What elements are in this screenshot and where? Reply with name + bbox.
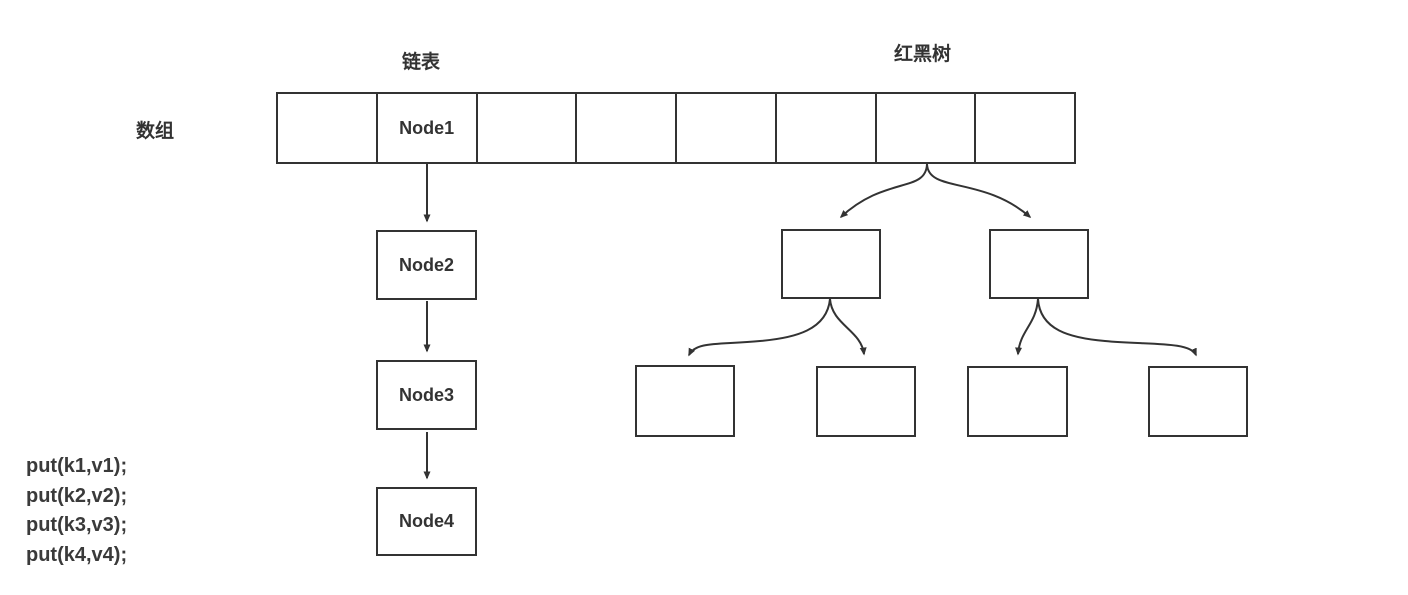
tree-leaf-node-3 xyxy=(967,366,1068,437)
array-cell-0 xyxy=(278,94,378,162)
arrow-right-parent-to-leaf3 xyxy=(1015,298,1039,356)
arrow-array-to-left-subtree xyxy=(839,163,928,219)
code-line-1: put(k1,v1); xyxy=(26,455,128,477)
array-cell-2 xyxy=(478,94,578,162)
arrow-array-to-right-subtree xyxy=(926,163,1032,218)
linked-list-node4: Node4 xyxy=(376,487,477,556)
arrow-left-parent-to-leaf2 xyxy=(829,298,867,356)
array-cell-3 xyxy=(577,94,677,162)
linked-list-node2: Node2 xyxy=(376,230,477,300)
tree-leaf-node-2 xyxy=(816,366,916,437)
array-cell-1: Node1 xyxy=(378,94,478,162)
bucket-array: Node1 xyxy=(276,92,1076,164)
linked-list-node3: Node3 xyxy=(376,360,477,430)
code-line-2: put(k2,v2); xyxy=(26,484,128,507)
tree-internal-node-left xyxy=(781,229,881,299)
array-cell-6 xyxy=(877,94,977,162)
arrow-left-parent-to-leaf1 xyxy=(688,298,831,357)
tree-leaf-node-1 xyxy=(635,365,735,437)
code-block: put(k1,v1); put(k2,v2); put(k3,v3); put(… xyxy=(26,452,127,570)
code-line-4: put(k4,v4); xyxy=(26,543,128,566)
tree-internal-node-right xyxy=(989,229,1089,299)
array-cell-7 xyxy=(976,94,1074,162)
tree-leaf-node-4 xyxy=(1148,366,1248,437)
arrow-right-parent-to-leaf4 xyxy=(1037,298,1197,357)
linked-list-title: 链表 xyxy=(402,52,441,73)
red-black-tree-title: 红黑树 xyxy=(894,44,952,65)
array-cell-5 xyxy=(777,94,877,162)
code-line-3: put(k3,v3); xyxy=(26,514,128,536)
array-title: 数组 xyxy=(136,121,175,142)
array-cell-4 xyxy=(677,94,777,162)
